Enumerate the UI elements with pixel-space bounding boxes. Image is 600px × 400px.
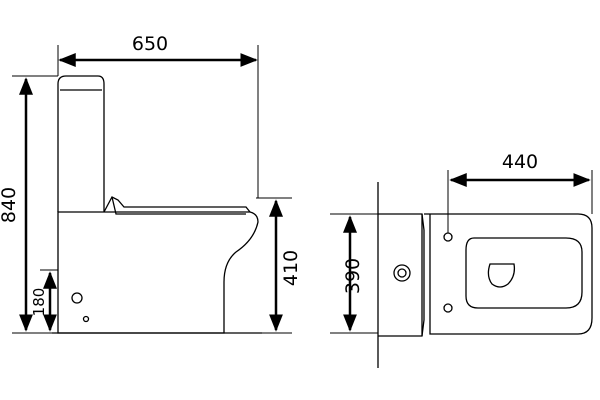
dim-440: 440: [447, 151, 593, 233]
dim-label-840: 840: [0, 187, 20, 223]
flush-button-inner: [397, 268, 407, 278]
bowl-outline: [57, 211, 259, 334]
dim-650: 650: [57, 33, 259, 198]
bolt-bottom: [443, 303, 453, 313]
dim-840: 840: [0, 75, 58, 334]
dim-label-410: 410: [280, 250, 302, 286]
bolt-top: [443, 232, 453, 242]
cistern-top-outline: [378, 213, 425, 337]
side-view: [52, 75, 262, 334]
dim-label-390: 390: [342, 258, 364, 294]
bowl-opening: [487, 263, 516, 288]
seat-inner-outline: [465, 237, 583, 309]
outlet-circle: [71, 292, 83, 304]
dim-label-440: 440: [502, 151, 538, 173]
dim-410: 410: [256, 197, 302, 334]
dim-390: 390: [330, 213, 378, 334]
cistern-outline: [57, 75, 105, 212]
bowl-top-outline: [424, 213, 593, 335]
dim-180: 180: [30, 269, 58, 332]
top-view: [377, 182, 593, 368]
seat-outline: [103, 196, 251, 213]
flush-button-outer: [393, 264, 411, 282]
dim-label-180: 180: [30, 288, 48, 317]
dim-label-650: 650: [132, 33, 168, 55]
